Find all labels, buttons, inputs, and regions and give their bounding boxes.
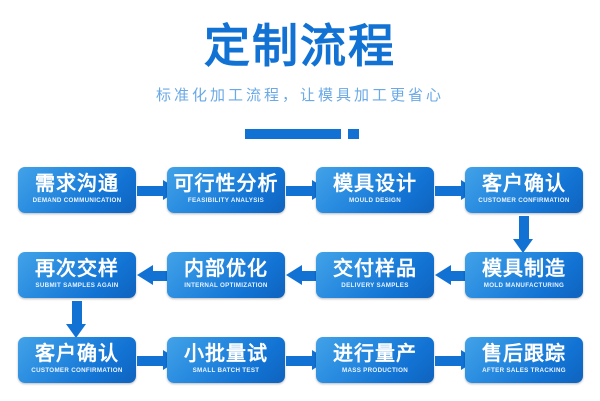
arrow-shaft [519,216,529,239]
flow-node-small-batch-test[interactable]: 小批量试 SMALL BATCH TEST [167,337,285,383]
flow-node-label-en: SUBMIT SAMPLES AGAIN [35,282,119,289]
flow-node-label-cn: 交付样品 [333,256,417,280]
arrow-left-icon [286,265,328,286]
divider-bar [245,129,341,139]
arrow-shaft [302,271,328,281]
flow-row-3: 客户确认 CUSTOMER CONFIRMATION 小批量试 SMALL BA… [0,337,600,383]
flow-node-label-en: FEASIBILITY ANALYSIS [187,197,265,204]
flow-node-label-cn: 需求沟通 [35,171,119,195]
arrow-head [137,265,153,285]
flow-node-mold-manufacturing[interactable]: 模具制造 MOLD MANUFACTURING [465,252,583,298]
arrow-head [66,324,86,338]
arrow-shaft [451,271,477,281]
flow-node-mould-design[interactable]: 模具设计 MOULD DESIGN [316,167,434,213]
flow-node-label-en: CUSTOMER CONFIRMATION [31,367,123,374]
flow-node-demand-communication[interactable]: 需求沟通 DEMAND COMMUNICATION [18,167,136,213]
arrow-head [513,239,533,253]
flow-node-label-en: DEMAND COMMUNICATION [32,197,122,204]
flow-node-customer-confirmation-1[interactable]: 客户确认 CUSTOMER CONFIRMATION [465,167,583,213]
flow-node-label-cn: 客户确认 [35,341,119,365]
flow-node-label-en: CUSTOMER CONFIRMATION [478,197,570,204]
flow-node-label-en: MASS PRODUCTION [341,367,409,374]
flow-node-label-cn: 售后跟踪 [482,341,566,365]
flow-node-label-cn: 再次交样 [35,256,119,280]
page-subtitle: 标准化加工流程，让模具加工更省心 [155,86,444,104]
flow-node-submit-samples-again[interactable]: 再次交样 SUBMIT SAMPLES AGAIN [18,252,136,298]
flow-node-label-en: INTERNAL OPTIMIZATION [184,282,268,289]
arrow-shaft [153,271,179,281]
arrow-shaft [286,186,312,196]
flow-node-label-cn: 进行量产 [333,341,417,365]
flow-node-customer-confirmation-2[interactable]: 客户确认 CUSTOMER CONFIRMATION [18,337,136,383]
flow-node-internal-optimization[interactable]: 内部优化 INTERNAL OPTIMIZATION [167,252,285,298]
flow-node-label-en: MOULD DESIGN [349,197,401,204]
arrow-shaft [72,301,82,324]
flow-node-label-en: MOLD MANUFACTURING [483,282,565,289]
flow-node-feasibility-analysis[interactable]: 可行性分析 FEASIBILITY ANALYSIS [167,167,285,213]
flow-node-label-cn: 内部优化 [184,256,268,280]
flow-node-label-en: DELIVERY SAMPLES [341,282,409,289]
flow-node-delivery-samples[interactable]: 交付样品 DELIVERY SAMPLES [316,252,434,298]
process-flow-diagram: 需求沟通 DEMAND COMMUNICATION 可行性分析 FEASIBIL… [0,150,600,401]
arrow-left-icon [435,265,477,286]
flow-node-label-cn: 小批量试 [184,341,268,365]
header: 定制流程 标准化加工流程，让模具加工更省心 [0,0,600,150]
arrow-head [286,265,302,285]
arrow-down-icon-right [513,216,534,253]
flow-row-2: 再次交样 SUBMIT SAMPLES AGAIN 内部优化 INTERNAL … [0,252,600,298]
arrow-shaft [435,356,461,366]
arrow-down-icon-left [66,301,87,338]
arrow-left-icon [137,265,179,286]
flow-node-label-en: AFTER SALES TRACKING [482,367,566,374]
flow-node-mass-production[interactable]: 进行量产 MASS PRODUCTION [316,337,434,383]
flow-node-after-sales-tracking[interactable]: 售后跟踪 AFTER SALES TRACKING [465,337,583,383]
flow-node-label-en: SMALL BATCH TEST [192,367,260,374]
arrow-shaft [137,356,163,366]
divider-dot [348,129,359,139]
arrow-head [435,265,451,285]
flow-node-label-cn: 客户确认 [482,171,566,195]
flow-node-label-cn: 可行性分析 [173,171,279,195]
flow-node-label-cn: 模具设计 [333,171,417,195]
flow-row-1: 需求沟通 DEMAND COMMUNICATION 可行性分析 FEASIBIL… [0,167,600,213]
arrow-shaft [435,186,461,196]
page-title: 定制流程 [204,19,396,73]
arrow-shaft [286,356,312,366]
arrow-shaft [137,186,163,196]
flow-node-label-cn: 模具制造 [482,256,566,280]
